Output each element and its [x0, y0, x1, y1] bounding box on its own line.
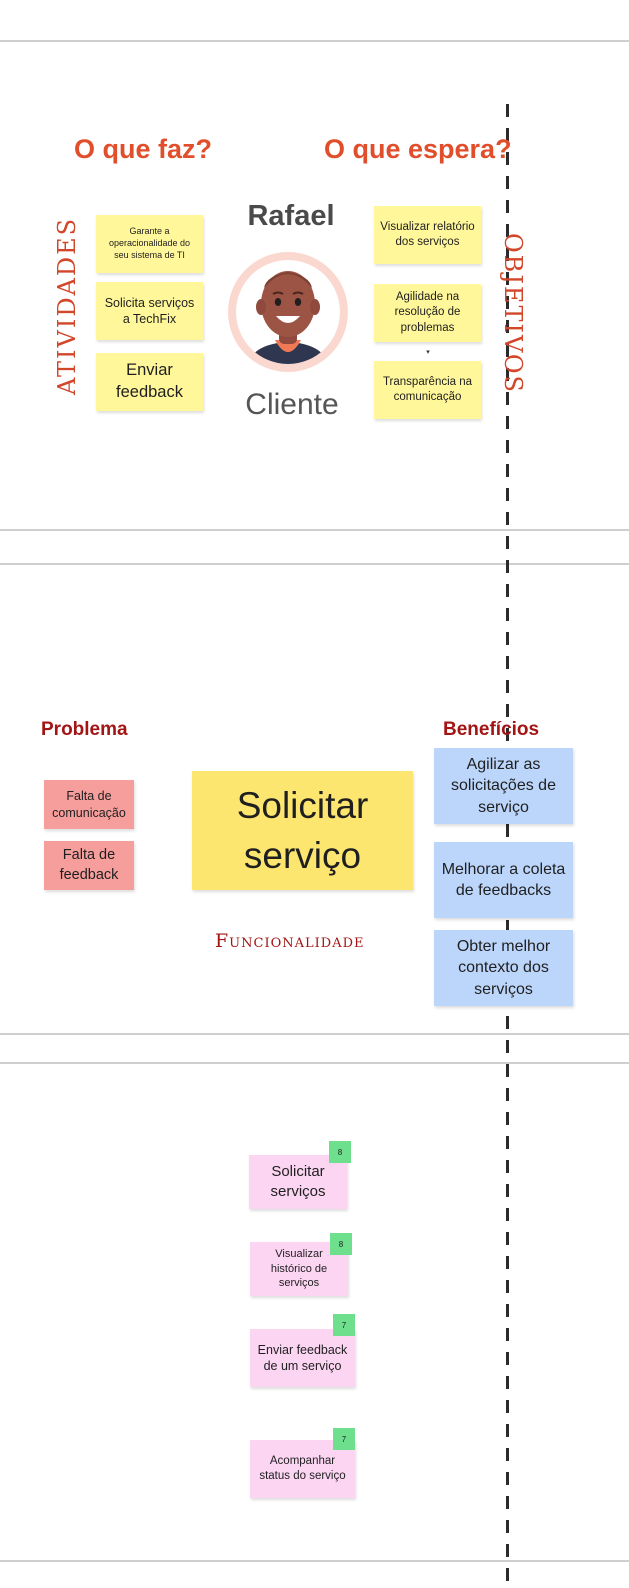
benefit-sticky[interactable]: Melhorar a coleta de feedbacks: [434, 842, 573, 918]
activity-sticky[interactable]: Enviar feedback: [96, 353, 203, 411]
user-story-sticky[interactable]: Acompanhar status do serviço: [250, 1440, 355, 1498]
goal-sticky[interactable]: Transparência na comunicação: [374, 361, 481, 419]
persona-role: Cliente: [245, 388, 339, 421]
frame-divider: [0, 1062, 629, 1064]
story-points-badge: 7: [333, 1428, 355, 1450]
benefit-sticky[interactable]: Agilizar as solicitações de serviço: [434, 748, 573, 824]
down-arrow-icon: ▾: [426, 349, 430, 356]
frame-divider: [0, 40, 629, 42]
feature-label: Funcionalidade: [215, 930, 365, 952]
activity-sticky[interactable]: Garante a operacionalidade do seu sistem…: [96, 215, 203, 273]
what-they-do-heading: O que faz?: [74, 134, 213, 164]
frame-divider: [0, 563, 629, 565]
frame-divider: [0, 1560, 629, 1562]
benefit-sticky[interactable]: Obter melhor contexto dos serviços: [434, 930, 573, 1006]
user-story-sticky[interactable]: Visualizar histórico de serviços: [250, 1242, 348, 1296]
frame-divider: [0, 1033, 629, 1035]
persona-avatar: [228, 252, 348, 372]
activity-sticky[interactable]: Solicita serviços a TechFix: [96, 282, 203, 340]
problem-heading: Problema: [41, 719, 128, 740]
user-story-sticky[interactable]: Enviar feedback de um serviço: [250, 1329, 355, 1387]
frame-divider: [0, 529, 629, 531]
user-story-sticky[interactable]: Solicitar serviços: [249, 1155, 347, 1209]
activities-vertical-label: ATIVIDADES: [53, 216, 81, 395]
what-they-expect-heading: O que espera?: [324, 134, 512, 164]
problem-sticky[interactable]: Falta de comunicação: [44, 780, 134, 829]
problem-sticky[interactable]: Falta de feedback: [44, 841, 134, 890]
feature-sticky[interactable]: Solicitar serviço: [192, 771, 413, 890]
story-points-badge: 7: [333, 1314, 355, 1336]
person-avatar-icon: [228, 252, 348, 372]
goals-vertical-label: OBJETIVOS: [499, 233, 527, 394]
persona-name: Rafael: [247, 200, 335, 232]
goal-sticky[interactable]: Visualizar relatório dos serviços: [374, 206, 481, 264]
goal-sticky[interactable]: Agilidade na resolução de problemas: [374, 284, 481, 342]
benefits-heading: Benefícios: [443, 719, 540, 740]
story-points-badge: 8: [329, 1141, 351, 1163]
story-points-badge: 8: [330, 1233, 352, 1255]
